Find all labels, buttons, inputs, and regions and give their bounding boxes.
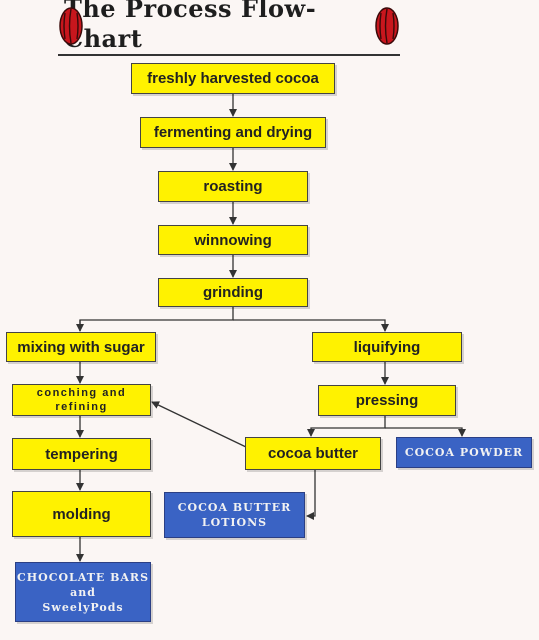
step-conch: conching and refining — [12, 384, 151, 416]
step-press: pressing — [318, 385, 456, 416]
branch-press-right — [385, 427, 466, 437]
product-bars-label: CHOCOLATE BARS and SweelyPods — [16, 570, 150, 614]
step-mold-label: molding — [52, 505, 111, 523]
arrow-butter-conch — [151, 401, 247, 448]
branch-grind-right — [233, 319, 389, 332]
step-ferment: fermenting and drying — [140, 117, 326, 148]
cocoa-pod-icon — [375, 7, 399, 45]
step-roast-label: roasting — [203, 178, 263, 195]
product-bars: CHOCOLATE BARS and SweelyPods — [15, 562, 151, 622]
step-winnow: winnowing — [158, 225, 308, 255]
step-harvest-label: freshly harvested cocoa — [147, 70, 319, 87]
step-mix-label: mixing with sugar — [17, 338, 145, 356]
step-mix: mixing with sugar — [6, 332, 156, 362]
step-winnow-label: winnowing — [194, 231, 272, 249]
step-roast: roasting — [158, 171, 308, 202]
branch-press — [307, 416, 386, 437]
step-grind: grinding — [158, 278, 308, 307]
step-grind-label: grinding — [203, 284, 263, 301]
step-liquify-label: liquifying — [353, 338, 421, 356]
step-conch-label: conching and refining — [36, 387, 127, 413]
step-press-label: pressing — [355, 392, 419, 409]
step-temper: tempering — [12, 438, 151, 470]
step-butter: cocoa butter — [245, 437, 381, 470]
product-lotions-label: COCOA BUTTER LOTIONS — [177, 501, 292, 529]
step-temper-label: tempering — [45, 445, 118, 463]
step-butter-label: cocoa butter — [267, 445, 358, 462]
step-harvest: freshly harvested cocoa — [131, 63, 335, 94]
step-liquify: liquifying — [312, 332, 462, 362]
product-powder-label: COCOA POWDER — [404, 446, 524, 459]
branch-grind — [79, 307, 234, 331]
product-lotions: COCOA BUTTER LOTIONS — [164, 492, 305, 538]
arrow-butter-lotions — [306, 470, 316, 520]
cocoa-pod-icon — [59, 7, 83, 45]
step-ferment-label: fermenting and drying — [153, 124, 313, 141]
product-powder: COCOA POWDER — [396, 437, 532, 468]
step-mold: molding — [12, 491, 151, 537]
